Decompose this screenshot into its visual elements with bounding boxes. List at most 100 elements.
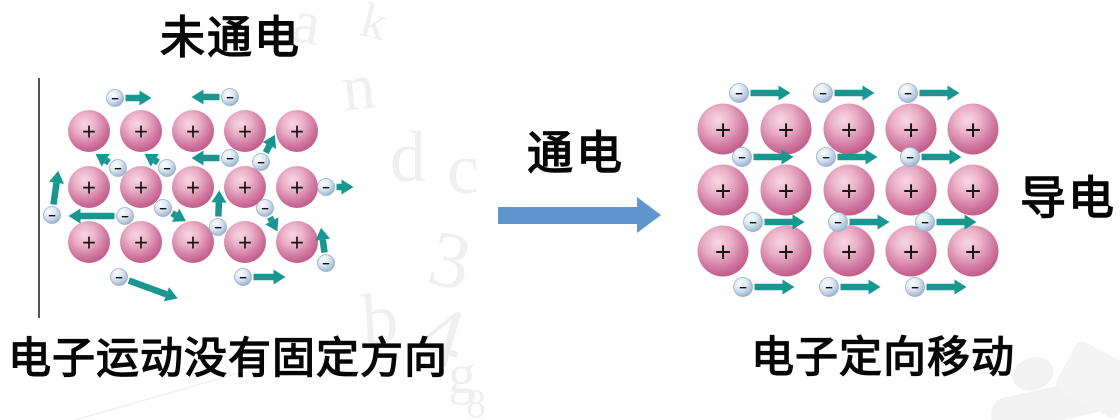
ion-plus-sign: +	[778, 115, 794, 146]
positive-ion	[276, 221, 318, 263]
positive-ion	[224, 166, 266, 208]
ion-plus-sign: +	[134, 175, 148, 202]
positive-ion	[68, 110, 110, 152]
positive-ion	[823, 225, 875, 277]
electron-arrow-head	[865, 149, 878, 165]
electron	[154, 199, 172, 217]
electron-arrow-head	[95, 153, 110, 167]
electron-arrow-shaft	[170, 210, 178, 219]
electron-minus-sign: −	[735, 86, 743, 101]
electron-minus-sign: −	[159, 201, 167, 216]
ion-plus-sign: +	[841, 237, 857, 268]
positive-ion	[760, 103, 812, 155]
ion-plus-sign: +	[965, 176, 981, 207]
left-title: 未通电	[160, 12, 302, 63]
electron-arrow-head	[964, 214, 977, 230]
electron	[733, 277, 753, 297]
electron-arrow-head	[877, 214, 890, 230]
positive-ion	[120, 166, 162, 208]
electron-minus-sign: −	[261, 201, 269, 216]
electron	[317, 254, 335, 272]
ion-plus-sign: +	[290, 175, 304, 202]
ion-plus-sign: +	[186, 230, 200, 257]
electron-arrow-head	[273, 269, 286, 285]
electron	[116, 207, 134, 225]
electron-minus-sign: −	[115, 270, 123, 285]
electron-arrow-head	[191, 89, 204, 105]
ion-plus-sign: +	[290, 119, 304, 146]
positive-ion	[947, 164, 999, 216]
electron-arrow-head	[68, 208, 81, 224]
electron-arrow-head	[778, 85, 791, 101]
electron-arrow-head	[868, 279, 881, 295]
ion-plus-sign: +	[238, 175, 252, 202]
electron	[813, 83, 833, 103]
electron-arrow-head	[315, 227, 331, 241]
transition-label: 通电	[527, 127, 625, 179]
positive-ion	[947, 103, 999, 155]
electron-arrow-head	[949, 149, 962, 165]
positive-ion	[885, 164, 937, 216]
positive-ion	[276, 166, 318, 208]
electron-arrow-shaft	[103, 157, 111, 166]
positive-ion	[172, 166, 214, 208]
ion-plus-sign: +	[238, 119, 252, 146]
positive-ion	[885, 103, 937, 155]
positive-ion	[697, 225, 749, 277]
electron-minus-sign: −	[322, 180, 330, 195]
positive-ion	[885, 225, 937, 277]
ion-plus-sign: +	[82, 175, 96, 202]
electron-minus-sign: −	[111, 91, 119, 106]
ion-plus-sign: +	[290, 230, 304, 257]
ion-plus-sign: +	[82, 119, 96, 146]
positive-ion	[68, 221, 110, 263]
electron	[729, 83, 749, 103]
electron	[106, 89, 124, 107]
electron-arrow-shaft	[262, 144, 273, 155]
electron-arrow-head	[262, 134, 277, 149]
ion-plus-sign: +	[778, 176, 794, 207]
electron	[915, 212, 935, 232]
electron-arrow-head	[163, 287, 178, 302]
electron-minus-sign: −	[825, 280, 833, 295]
ion-plus-sign: +	[841, 115, 857, 146]
electron-arrow-head	[144, 153, 159, 167]
ion-plus-sign: +	[186, 119, 200, 146]
electron-minus-sign: −	[226, 151, 234, 166]
electron-arrow-shaft	[152, 157, 160, 166]
positive-ion	[172, 110, 214, 152]
electron-arrow-head	[139, 90, 152, 106]
electron-minus-sign: −	[214, 220, 222, 235]
electron	[743, 212, 763, 232]
positive-ion	[697, 164, 749, 216]
electron	[158, 159, 176, 177]
electron-arrow-head	[171, 208, 186, 222]
electron	[110, 268, 128, 286]
electron-minus-sign: −	[834, 215, 842, 230]
ion-plus-sign: +	[82, 230, 96, 257]
ion-plus-sign: +	[134, 230, 148, 257]
electron-arrow-head	[947, 85, 960, 101]
positive-ion	[68, 166, 110, 208]
electron-arrow-head	[191, 150, 204, 166]
electron-minus-sign: −	[48, 208, 56, 223]
positive-ion	[172, 221, 214, 263]
ion-plus-sign: +	[903, 176, 919, 207]
ion-plus-sign: +	[715, 176, 731, 207]
electron-minus-sign: −	[906, 150, 914, 165]
electron-arrow-shaft	[127, 277, 168, 298]
electron	[43, 206, 61, 224]
electron	[109, 159, 127, 177]
right-lattice-directed-motion: +++++++++++++++−−−−−−−−−−−−	[697, 83, 999, 297]
ion-plus-sign: +	[715, 237, 731, 268]
electron-minus-sign: −	[739, 280, 747, 295]
transition-arrow	[498, 197, 661, 233]
left-lattice-random-motion: +++++++++++++++−−−−−−−−−−−−−−−	[38, 78, 354, 318]
electron	[819, 277, 839, 297]
electron-minus-sign: −	[239, 270, 247, 285]
ion-plus-sign: +	[778, 237, 794, 268]
positive-ion	[224, 221, 266, 263]
electron	[732, 147, 752, 167]
